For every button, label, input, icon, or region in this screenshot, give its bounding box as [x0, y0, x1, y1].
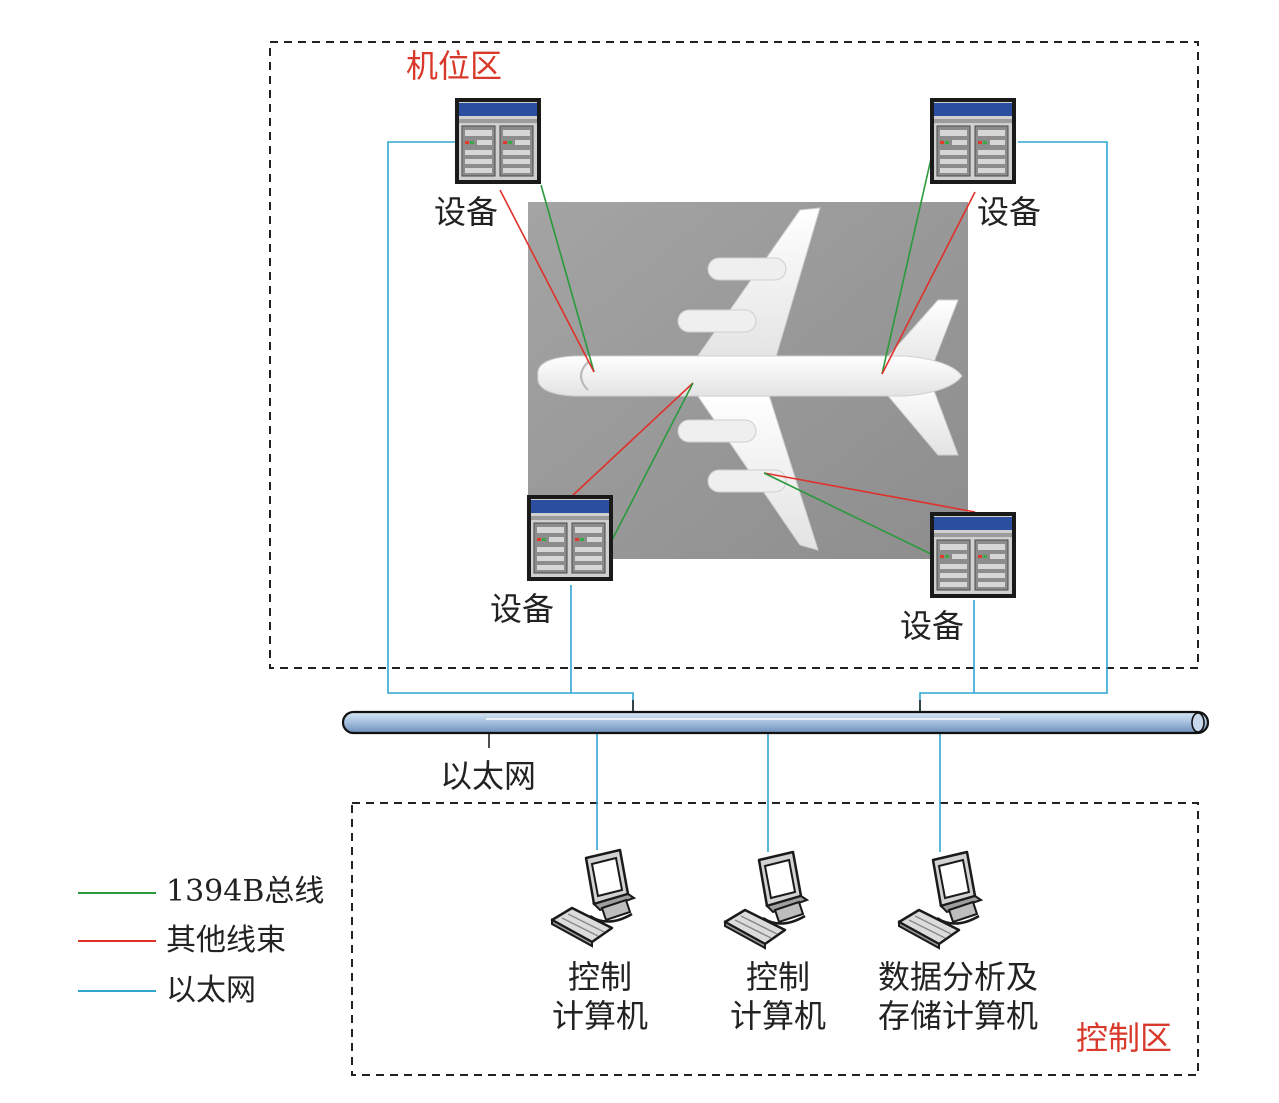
legend-label-1394b: 1394B总线	[166, 874, 325, 909]
harness-link	[763, 472, 976, 513]
legend-label-ethernet: 以太网	[166, 973, 256, 1008]
desktop-computer-icon	[550, 848, 636, 948]
computer-label: 控制 计算机	[540, 958, 660, 1036]
desktop-computer-icon	[723, 850, 809, 950]
harness-link	[881, 191, 976, 375]
computer-label: 数据分析及 存储计算机	[868, 958, 1048, 1036]
device-label: 设备	[900, 607, 965, 645]
server-rack-icon	[526, 494, 614, 582]
bus-1394b-link	[540, 184, 595, 373]
server-rack-icon	[929, 97, 1017, 185]
control-zone-border	[351, 802, 1199, 1076]
device-label: 设备	[977, 193, 1042, 231]
device-label: 设备	[434, 193, 499, 231]
harness-link	[570, 382, 694, 498]
airplane-icon	[537, 207, 963, 551]
computer-label-line2: 计算机	[551, 997, 648, 1036]
computer-label-line2: 存储计算机	[877, 997, 1038, 1036]
server-rack-icon	[929, 511, 1017, 599]
computer-label-line1: 控制	[745, 958, 810, 996]
ethernet-backbone	[341, 710, 1210, 735]
computer-label-line1: 控制	[567, 958, 632, 996]
computer-label-line1: 数据分析及	[877, 958, 1038, 996]
control-zone-label: 控制区	[1076, 1019, 1173, 1057]
ethernet-label: 以太网	[440, 757, 537, 795]
apron-zone-label: 机位区	[406, 47, 503, 85]
apron-zone-border	[269, 41, 1199, 669]
server-rack-icon	[454, 97, 542, 185]
bus-1394b-link	[881, 149, 934, 375]
desktop-computer-icon	[897, 850, 983, 950]
computer-label-line2: 计算机	[729, 997, 826, 1036]
computer-label: 控制 计算机	[718, 958, 838, 1036]
bus-1394b-link	[611, 382, 694, 541]
device-label: 设备	[490, 590, 555, 628]
legend-label-harness: 其他线束	[166, 923, 286, 958]
bus-1394b-link	[763, 472, 934, 556]
harness-link	[499, 189, 595, 373]
